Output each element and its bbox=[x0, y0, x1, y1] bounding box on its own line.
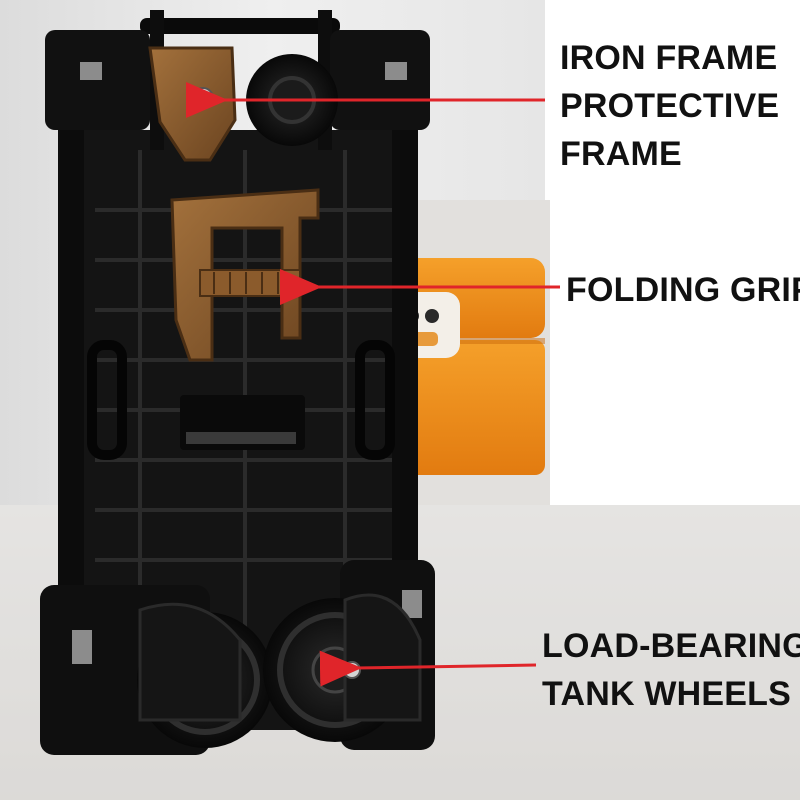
callout-iron-frame: IRON FRAME PROTECTIVE FRAME bbox=[560, 34, 779, 178]
wall-panel-right bbox=[545, 0, 800, 250]
callout-line: FOLDING GRIP bbox=[566, 271, 800, 309]
callout-line: LOAD-BEARING bbox=[542, 627, 800, 665]
sofa bbox=[390, 258, 545, 475]
callout-line: FRAME bbox=[560, 135, 682, 173]
callout-line: IRON FRAME bbox=[560, 39, 778, 77]
callout-line: TANK WHEELS bbox=[542, 675, 791, 713]
arrow-left-icon bbox=[319, 650, 537, 687]
callout-folding-grip: FOLDING GRIP bbox=[566, 266, 800, 314]
folding-cart bbox=[40, 10, 435, 755]
callout-line: PROTECTIVE bbox=[560, 87, 780, 125]
callout-tank-wheels: LOAD-BEARING TANK WHEELS bbox=[542, 622, 800, 718]
